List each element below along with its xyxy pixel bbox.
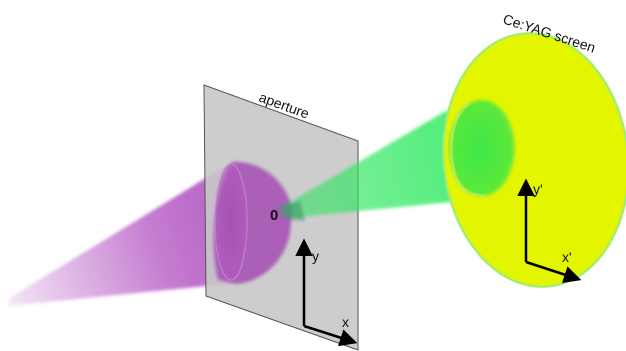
beam-neck [279,201,305,221]
beam-spot [449,100,515,196]
x-prime-axis-arrow [525,260,582,283]
beam-cylinder-cap [214,163,248,281]
x-axis-label: x [342,314,349,330]
ce-yag-screen [442,32,626,288]
beam-spot-rim [449,101,487,198]
y-axis-label: y [312,248,319,264]
x-prime-axis-label: x' [562,249,572,265]
y-prime-axis-label: y' [533,181,543,197]
origin-label: 0 [270,207,278,224]
x-axis-arrow [303,324,358,347]
